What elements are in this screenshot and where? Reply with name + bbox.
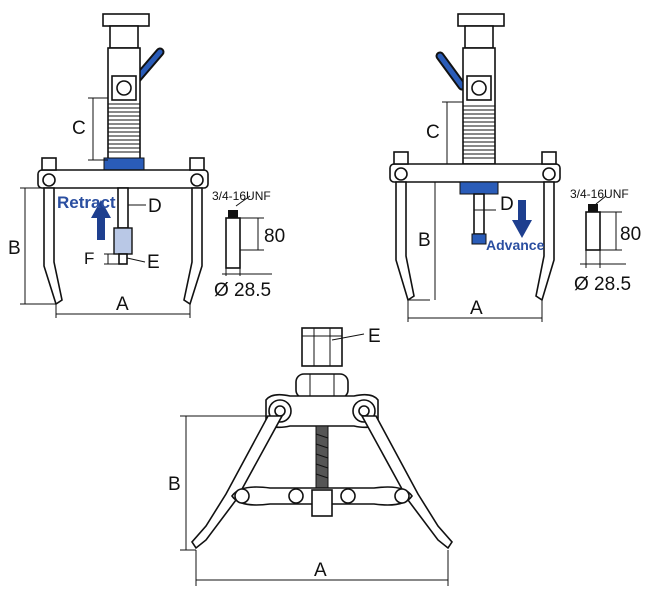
left-adapter	[113, 227, 133, 255]
right-pump-body	[464, 25, 494, 49]
left-label-f: F	[84, 249, 94, 268]
right-length-value: 80	[620, 224, 641, 245]
bottom-screw-threads	[315, 433, 329, 479]
left-puller: C B A D F E Retract	[8, 13, 209, 318]
left-leg-left	[43, 187, 63, 306]
left-detail-thread	[228, 210, 238, 218]
bottom-lower-pivot-2	[288, 488, 304, 504]
left-leg-right	[183, 187, 203, 306]
left-length-value: 80	[264, 226, 285, 247]
right-spring-texture	[463, 105, 495, 159]
left-detail-body	[225, 217, 241, 269]
bottom-arm-left	[190, 415, 284, 550]
bottom-label-a: A	[314, 560, 327, 581]
left-pivot-right	[190, 173, 204, 187]
bottom-arm-right	[360, 415, 454, 550]
left-action-label: Retract	[57, 193, 116, 212]
right-ram	[473, 193, 485, 235]
right-detail-thread	[588, 204, 598, 212]
bottom-label-b: B	[168, 474, 181, 495]
left-valve-knob	[116, 80, 132, 96]
right-leg-left	[395, 181, 415, 302]
left-ram	[117, 187, 129, 229]
right-detail-body	[585, 211, 601, 251]
right-action-label: Advance	[486, 237, 545, 253]
right-label-d: D	[500, 194, 514, 215]
left-label-a: A	[116, 294, 129, 315]
right-pump-handle-grip	[437, 53, 465, 89]
bottom-dim-e-leader	[331, 333, 365, 341]
right-bolt-right	[541, 151, 557, 165]
advance-arrow-icon	[512, 200, 532, 238]
left-bolt-right	[189, 157, 205, 171]
right-bolt-left	[393, 151, 409, 165]
left-label-e: E	[147, 252, 160, 273]
right-diameter-value: Ø 28.5	[574, 274, 631, 295]
left-thread-spec: 3/4-16UNF	[212, 189, 271, 203]
bottom-lower-pivot-4	[394, 488, 410, 504]
left-label-d: D	[148, 196, 162, 217]
left-diameter-value: Ø 28.5	[214, 280, 271, 301]
left-bolt-left	[41, 157, 57, 171]
right-label-c: C	[426, 122, 440, 143]
right-crossbar	[389, 163, 561, 183]
bottom-nut	[295, 373, 349, 399]
retract-arrow-icon	[91, 200, 111, 240]
right-pivot-left	[394, 167, 408, 181]
left-pump-head	[102, 13, 150, 27]
right-pump-head	[457, 13, 505, 27]
left-label-c: C	[72, 118, 86, 139]
bottom-center-block	[311, 489, 333, 517]
right-adapter-detail: 3/4-16UNF 80 Ø 28.5	[570, 187, 641, 295]
bottom-puller: E B A	[168, 326, 454, 586]
left-crossbar	[37, 169, 209, 189]
bottom-label-e: E	[368, 326, 381, 347]
right-pivot-right	[542, 167, 556, 181]
right-valve-knob	[471, 80, 487, 96]
left-label-b: B	[8, 238, 21, 259]
left-blue-collar	[103, 157, 145, 171]
right-label-b: B	[418, 230, 431, 251]
right-ram-tip	[471, 233, 487, 245]
right-blue-collar	[459, 181, 499, 195]
left-thread-tip	[118, 253, 128, 265]
bottom-lower-pivot-1	[234, 488, 250, 504]
right-label-a: A	[470, 298, 483, 319]
right-thread-spec: 3/4-16UNF	[570, 187, 629, 201]
left-dim-e-leader	[126, 257, 146, 263]
left-pivot-left	[42, 173, 56, 187]
left-adapter-detail: 3/4-16UNF 80 Ø 28.5	[212, 189, 285, 301]
bottom-hex-head	[301, 327, 343, 367]
bottom-lower-pivot-3	[340, 488, 356, 504]
left-spring-texture	[108, 103, 140, 153]
right-puller: C B A D Advance	[389, 13, 561, 322]
left-pump-body	[109, 25, 139, 49]
